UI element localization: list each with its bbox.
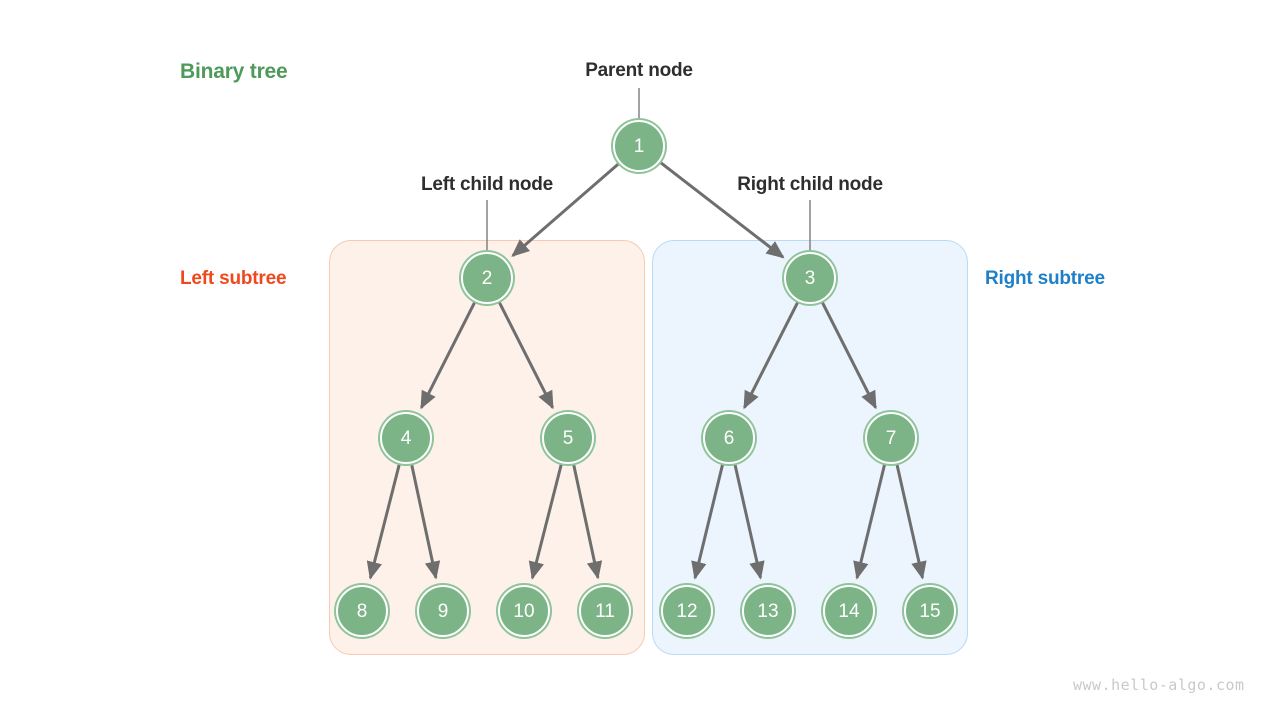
left-child-node-label: Left child node bbox=[420, 174, 554, 195]
watermark: www.hello-algo.com bbox=[1073, 676, 1245, 694]
right-subtree-label: Right subtree bbox=[985, 268, 1105, 289]
tree-node-value: 11 bbox=[595, 600, 615, 622]
tree-node[interactable]: 3 bbox=[784, 252, 836, 304]
tree-edge bbox=[410, 464, 441, 580]
tree-edge bbox=[420, 301, 477, 410]
tree-node-value: 10 bbox=[513, 600, 535, 622]
tree-node-value: 12 bbox=[676, 600, 698, 622]
tree-node[interactable]: 4 bbox=[380, 412, 432, 464]
tree-node-value: 4 bbox=[400, 427, 412, 449]
tree-edge bbox=[659, 161, 785, 259]
tree-node-value: 5 bbox=[562, 427, 574, 449]
tree-node[interactable]: 8 bbox=[336, 585, 388, 637]
right-child-node-label: Right child node bbox=[737, 174, 883, 195]
tree-node-value: 3 bbox=[804, 267, 816, 289]
tree-node-value: 9 bbox=[437, 600, 449, 622]
tree-node[interactable]: 14 bbox=[823, 585, 875, 637]
tree-node-value: 1 bbox=[633, 135, 645, 157]
tree-node-value: 13 bbox=[757, 600, 779, 622]
tree-edge bbox=[820, 301, 877, 410]
tree-edge bbox=[366, 463, 401, 580]
tree-node-value: 6 bbox=[723, 427, 735, 449]
tree-node-value: 8 bbox=[356, 600, 368, 622]
tree-edge bbox=[895, 464, 927, 580]
tree-node-value: 2 bbox=[481, 267, 493, 289]
tree-node[interactable]: 12 bbox=[661, 585, 713, 637]
tree-node-value: 14 bbox=[838, 600, 860, 622]
tree-node[interactable]: 11 bbox=[579, 585, 631, 637]
tree-edge bbox=[691, 463, 725, 580]
tree-edge bbox=[572, 464, 603, 580]
tree-node[interactable]: 9 bbox=[417, 585, 469, 637]
edge-layer bbox=[366, 161, 927, 580]
tree-node[interactable]: 2 bbox=[461, 252, 513, 304]
tree-node[interactable]: 15 bbox=[904, 585, 956, 637]
parent-node-label: Parent node bbox=[585, 60, 693, 81]
tree-edge bbox=[743, 301, 800, 410]
tree-edge bbox=[528, 463, 563, 580]
tree-node-value: 7 bbox=[885, 427, 897, 449]
tree-node[interactable]: 1 bbox=[613, 120, 665, 172]
page-title: Binary tree bbox=[180, 60, 288, 83]
tree-node[interactable]: 13 bbox=[742, 585, 794, 637]
tree-node[interactable]: 10 bbox=[498, 585, 550, 637]
tree-edge bbox=[853, 463, 887, 580]
left-subtree-label: Left subtree bbox=[180, 268, 287, 289]
tree-edge bbox=[511, 162, 620, 257]
annotation-line-layer bbox=[486, 88, 811, 253]
tree-node[interactable]: 7 bbox=[865, 412, 917, 464]
tree-edge bbox=[497, 301, 554, 410]
tree-node[interactable]: 5 bbox=[542, 412, 594, 464]
tree-node-value: 15 bbox=[919, 600, 941, 622]
tree-edge bbox=[733, 464, 765, 580]
tree-node[interactable]: 6 bbox=[703, 412, 755, 464]
